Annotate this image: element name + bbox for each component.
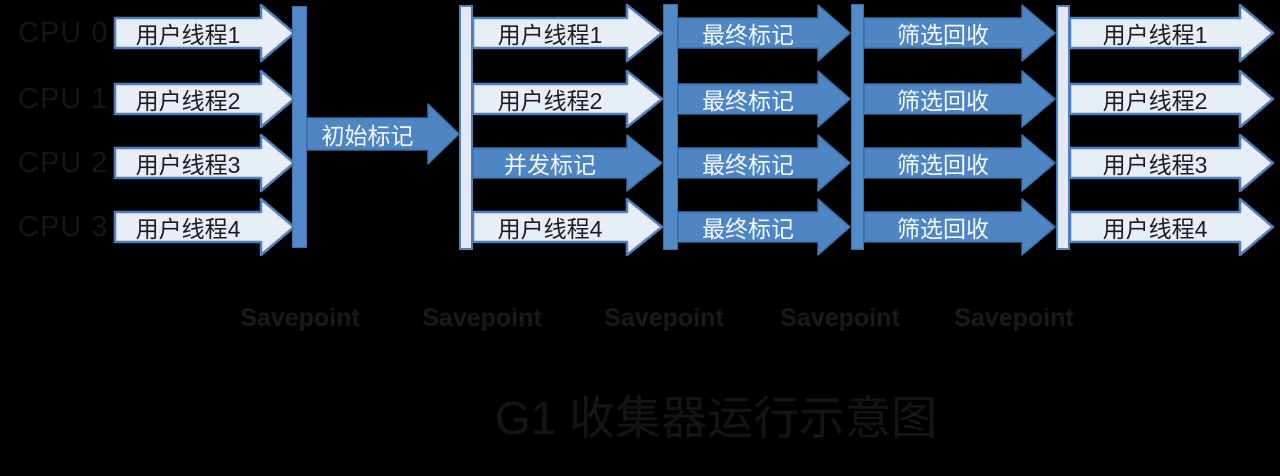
thread-arrow: 用户线程3	[1068, 133, 1275, 193]
arrow-shape-icon	[471, 197, 664, 257]
thread-arrow: 用户线程1	[113, 3, 296, 63]
thread-arrow-label: 用户线程2	[135, 88, 241, 114]
arrow-shape-icon	[1068, 3, 1275, 63]
gc-phase-label: 最终标记	[702, 216, 794, 242]
arrow-shape-icon	[1068, 133, 1275, 193]
arrow-shape-icon	[677, 198, 851, 256]
thread-arrow: 用户线程1	[1068, 3, 1275, 63]
gc-phase-label: 最终标记	[702, 22, 794, 48]
thread-arrow: 用户线程4	[1068, 197, 1275, 257]
gc-phase-label: 筛选回收	[897, 216, 989, 242]
cpu-lane-label: CPU 3	[18, 210, 109, 243]
cpu-lane-label: CPU 0	[18, 16, 109, 49]
arrow-shape-icon	[1068, 69, 1275, 129]
gc-phase-label: 最终标记	[702, 88, 794, 114]
thread-arrow-label: 用户线程2	[497, 88, 603, 114]
gc-phase-arrow: 筛选回收	[863, 70, 1056, 128]
thread-arrow: 用户线程2	[1068, 69, 1275, 129]
stw-bar	[663, 4, 678, 250]
cpu-lane-label: CPU 1	[18, 82, 109, 115]
thread-arrow: 用户线程2	[471, 69, 664, 129]
arrow-shape-icon	[863, 70, 1056, 128]
thread-arrow-label: 用户线程2	[1102, 88, 1208, 114]
arrow-shape-icon	[113, 3, 296, 63]
arrow-shape-icon	[306, 103, 460, 165]
arrow-shape-icon	[677, 70, 851, 128]
thread-arrow: 用户线程3	[113, 133, 296, 193]
savepoint-label: Savepoint	[954, 304, 1074, 332]
arrow-shape-icon	[677, 4, 851, 62]
arrow-shape-icon	[113, 69, 296, 129]
thread-arrow-label: 用户线程1	[497, 22, 603, 48]
thread-arrow-label: 用户线程4	[135, 216, 241, 242]
gc-phase-label: 并发标记	[504, 152, 596, 178]
arrow-shape-icon	[863, 198, 1056, 256]
savepoint-label: Savepoint	[780, 304, 900, 332]
thread-arrow: 用户线程2	[113, 69, 296, 129]
gc-phase-label: 最终标记	[702, 152, 794, 178]
savepoint-label: Savepoint	[604, 304, 724, 332]
arrow-shape-icon	[677, 134, 851, 192]
arrow-shape-icon	[863, 134, 1056, 192]
arrow-shape-icon	[471, 3, 664, 63]
concurrent-bar	[459, 5, 473, 250]
arrow-shape-icon	[471, 69, 664, 129]
concurrent-bar	[1056, 5, 1070, 250]
cpu-lane-label: CPU 2	[18, 146, 109, 179]
gc-phase-arrow: 筛选回收	[863, 4, 1056, 62]
gc-phase-arrow: 筛选回收	[863, 198, 1056, 256]
thread-arrow: 用户线程4	[113, 197, 296, 257]
gc-phase-arrow: 并发标记	[472, 134, 663, 192]
gc-phase-arrow: 最终标记	[677, 198, 851, 256]
stw-bar	[851, 4, 864, 250]
thread-arrow-label: 用户线程1	[135, 22, 241, 48]
gc-phase-arrow: 最终标记	[677, 70, 851, 128]
thread-arrow-label: 用户线程1	[1102, 22, 1208, 48]
thread-arrow-label: 用户线程3	[1102, 152, 1208, 178]
arrow-shape-icon	[863, 4, 1056, 62]
arrow-shape-icon	[113, 133, 296, 193]
arrow-shape-icon	[113, 197, 296, 257]
gc-phase-label: 筛选回收	[897, 152, 989, 178]
gc-phase-label: 筛选回收	[897, 22, 989, 48]
gc-phase-arrow: 最终标记	[677, 134, 851, 192]
gc-phase-label: 初始标记	[321, 123, 414, 149]
gc-phase-arrow: 初始标记	[306, 103, 460, 165]
arrow-shape-icon	[472, 134, 663, 192]
gc-phase-arrow: 最终标记	[677, 4, 851, 62]
diagram-title: G1 收集器运行示意图	[494, 392, 938, 444]
thread-arrow-label: 用户线程4	[1102, 216, 1208, 242]
thread-arrow: 用户线程1	[471, 3, 664, 63]
gc-phase-label: 筛选回收	[897, 88, 989, 114]
savepoint-label: Savepoint	[422, 304, 542, 332]
thread-arrow: 用户线程4	[471, 197, 664, 257]
stw-bar	[292, 6, 307, 248]
gc-phase-arrow: 筛选回收	[863, 134, 1056, 192]
savepoint-label: Savepoint	[240, 304, 360, 332]
arrow-shape-icon	[1068, 197, 1275, 257]
thread-arrow-label: 用户线程4	[497, 216, 603, 242]
thread-arrow-label: 用户线程3	[135, 152, 241, 178]
